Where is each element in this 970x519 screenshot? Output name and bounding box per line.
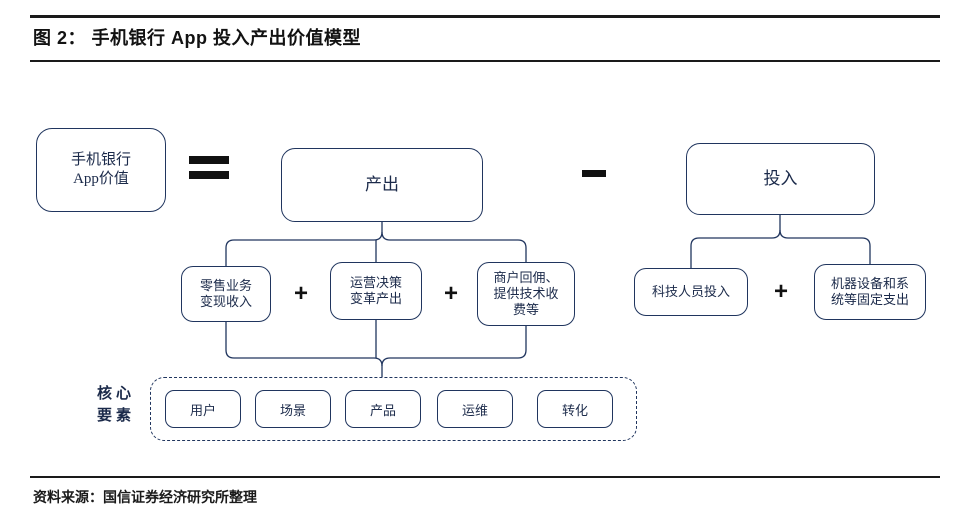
node-output-component-1[interactable]: 零售业务 变现收入 [181,266,271,322]
equals-bar-top [189,156,229,164]
figure-title: 图 2： 手机银行 App 投入产出价值模型 [33,28,362,48]
footer-rule [30,476,940,478]
equals-bar-bottom [189,171,229,179]
plus-operator-1: + [293,280,308,307]
core-elements-label: 核心 要素 [96,386,135,424]
node-output-component-3[interactable]: 商户回佣、 提供技术收 费等 [477,262,575,326]
minus-operator [578,170,610,177]
node-input-component-1[interactable]: 科技人员投入 [634,268,748,316]
core-element-product[interactable]: 产品 [345,390,421,428]
core-element-conversion[interactable]: 转化 [537,390,613,428]
plus-operator-2: + [443,280,458,307]
plus-operator-3: + [773,278,788,305]
node-input[interactable]: 投入 [686,143,875,215]
minus-bar [582,170,606,177]
node-output-component-2[interactable]: 运营决策 变革产出 [330,262,422,320]
node-app-value[interactable]: 手机银行 App价值 [36,128,166,212]
core-element-operations[interactable]: 运维 [437,390,513,428]
source-note: 资料来源：国信证券经济研究所整理 [33,489,257,505]
node-output[interactable]: 产出 [281,148,483,222]
top-rule [30,15,940,18]
title-bottom-rule [30,60,940,62]
core-element-user[interactable]: 用户 [165,390,241,428]
node-input-component-2[interactable]: 机器设备和系 统等固定支出 [814,264,926,320]
equals-operator [186,156,232,190]
core-element-scenario[interactable]: 场景 [255,390,331,428]
